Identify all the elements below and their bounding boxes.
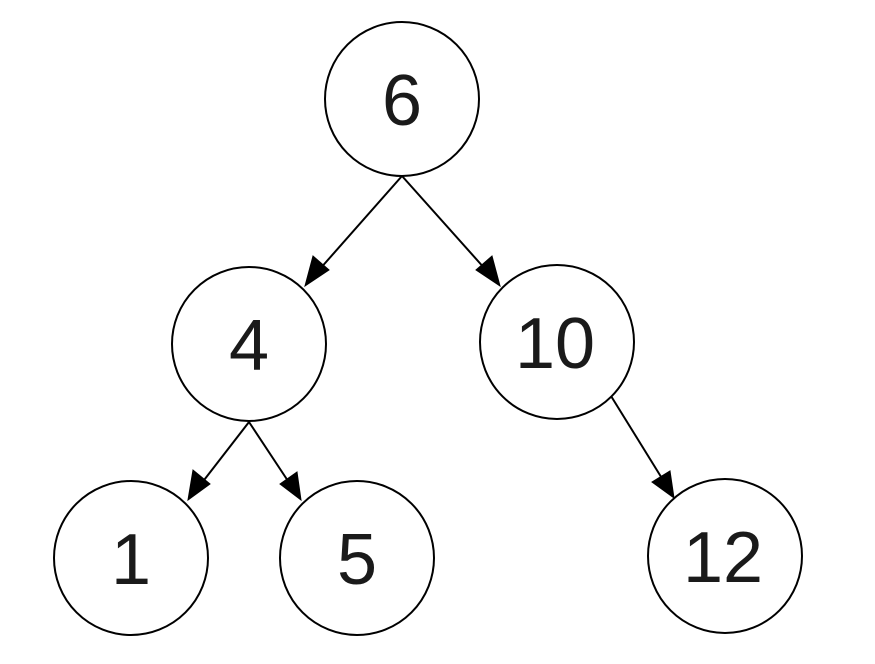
edges: [187, 175, 675, 502]
arrowhead: [304, 255, 330, 288]
arrowhead: [475, 255, 501, 288]
tree-node-12: 12: [647, 478, 803, 634]
node-label: 1: [111, 520, 151, 600]
arrowhead: [279, 471, 302, 502]
arrowhead: [651, 470, 675, 500]
node-label: 5: [337, 520, 377, 600]
edge-4-to-1: [187, 421, 250, 502]
tree-node-1: 1: [53, 480, 209, 636]
node-label: 10: [515, 304, 595, 384]
edge-6-to-4: [304, 175, 403, 288]
node-label: 6: [382, 61, 422, 141]
arrowhead: [187, 469, 211, 502]
tree-node-6: 6: [324, 21, 480, 177]
edge-4-to-5: [248, 421, 302, 502]
node-label: 4: [229, 306, 269, 386]
edge-6-to-10: [401, 175, 501, 288]
tree-node-10: 10: [479, 264, 635, 420]
edge-10-to-12: [610, 395, 675, 500]
node-label: 12: [683, 518, 763, 598]
nodes: 6 4 10 1 5 12: [53, 21, 803, 636]
tree-node-4: 4: [171, 266, 327, 422]
tree-node-5: 5: [279, 480, 435, 636]
